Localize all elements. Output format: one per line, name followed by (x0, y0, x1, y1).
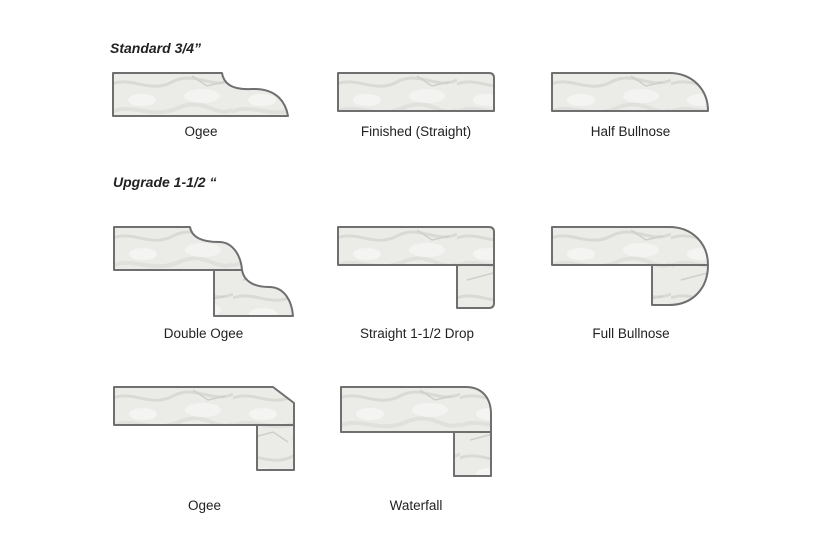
half-bullnose-icon (551, 72, 709, 112)
profile-label: Half Bullnose (590, 124, 671, 139)
profile-straight-drop: Straight 1-1/2 Drop (337, 226, 497, 346)
profile-finished-straight: Finished (Straight) (337, 72, 495, 142)
double-ogee-icon (113, 226, 294, 317)
profile-label: Finished (Straight) (360, 124, 472, 139)
profile-label: Ogee (184, 124, 218, 139)
straight-drop-icon (337, 226, 495, 309)
profile-waterfall: Waterfall (340, 386, 492, 516)
profile-ogee-drop: Ogee (113, 386, 296, 516)
profile-double-ogee: Double Ogee (113, 226, 294, 346)
ogee-drop-icon (113, 386, 295, 471)
profile-label: Straight 1-1/2 Drop (359, 326, 475, 341)
profile-label: Double Ogee (163, 326, 244, 341)
profile-half-bullnose: Half Bullnose (551, 72, 710, 142)
profile-ogee-standard: Ogee (112, 72, 290, 142)
section-title-upgrade: Upgrade 1-1/2 “ (113, 174, 217, 190)
waterfall-icon (340, 386, 492, 477)
section-title-standard: Standard 3/4” (110, 40, 202, 56)
profile-label: Waterfall (389, 498, 443, 513)
profile-full-bullnose: Full Bullnose (551, 226, 711, 346)
full-bullnose-icon (551, 226, 709, 306)
finished-straight-icon (337, 72, 495, 112)
profile-label: Ogee (187, 498, 222, 513)
ogee-standard-icon (112, 72, 289, 117)
profile-label: Full Bullnose (592, 326, 670, 341)
